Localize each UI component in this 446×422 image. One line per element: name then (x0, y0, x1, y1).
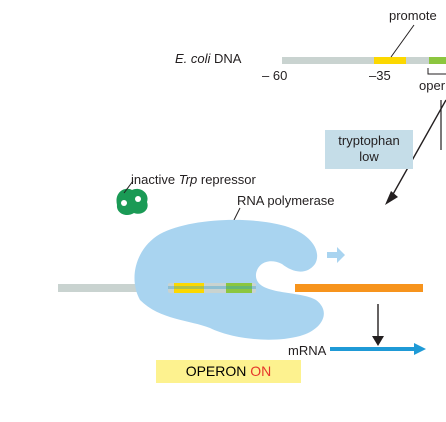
position-minus-35-label: –35 (369, 68, 391, 83)
tryptophan-arrowhead (385, 191, 398, 205)
rna-polymerase-label: RNA polymerase (237, 193, 335, 208)
operator-region-top (429, 57, 446, 64)
trp-repressor-shape (116, 188, 148, 216)
transcription-direction-arrow (327, 247, 345, 263)
mrna-label: mRNA (288, 343, 327, 358)
operator-label: oper (419, 78, 446, 93)
tryptophan-arrow-line (391, 99, 446, 197)
operon-status-box: OPERON ON (156, 360, 301, 383)
operator-inside-polymerase (226, 283, 252, 293)
promoter-pointer-line (390, 24, 415, 58)
mrna-arrowhead (414, 343, 426, 355)
mrna-release-arrowhead (372, 336, 384, 346)
promoter-region-top (374, 57, 406, 64)
inactive-repressor-label: inactive Trp repressor (131, 172, 256, 187)
repressor-pointer-line (123, 180, 134, 194)
gene-strand-orange (295, 284, 423, 292)
promoter-label: promote (389, 8, 437, 23)
promoter-inside-polymerase (174, 283, 204, 293)
operon-on-state: ON (250, 363, 272, 379)
ecoli-dna-label: E. coli DNA (175, 51, 242, 66)
low-line: low (359, 149, 379, 164)
dna-strand-left (58, 284, 160, 292)
tryptophan-line: tryptophan (338, 133, 400, 148)
position-minus-60-label: – 60 (262, 68, 288, 83)
tryptophan-low-box: tryptophan low (325, 130, 413, 169)
dna-inner-highlight (168, 286, 256, 289)
mrna-strand (330, 347, 416, 351)
rna-polymerase-shape (134, 219, 324, 340)
operator-bracket (427, 68, 446, 75)
dna-strand-top (282, 57, 446, 64)
